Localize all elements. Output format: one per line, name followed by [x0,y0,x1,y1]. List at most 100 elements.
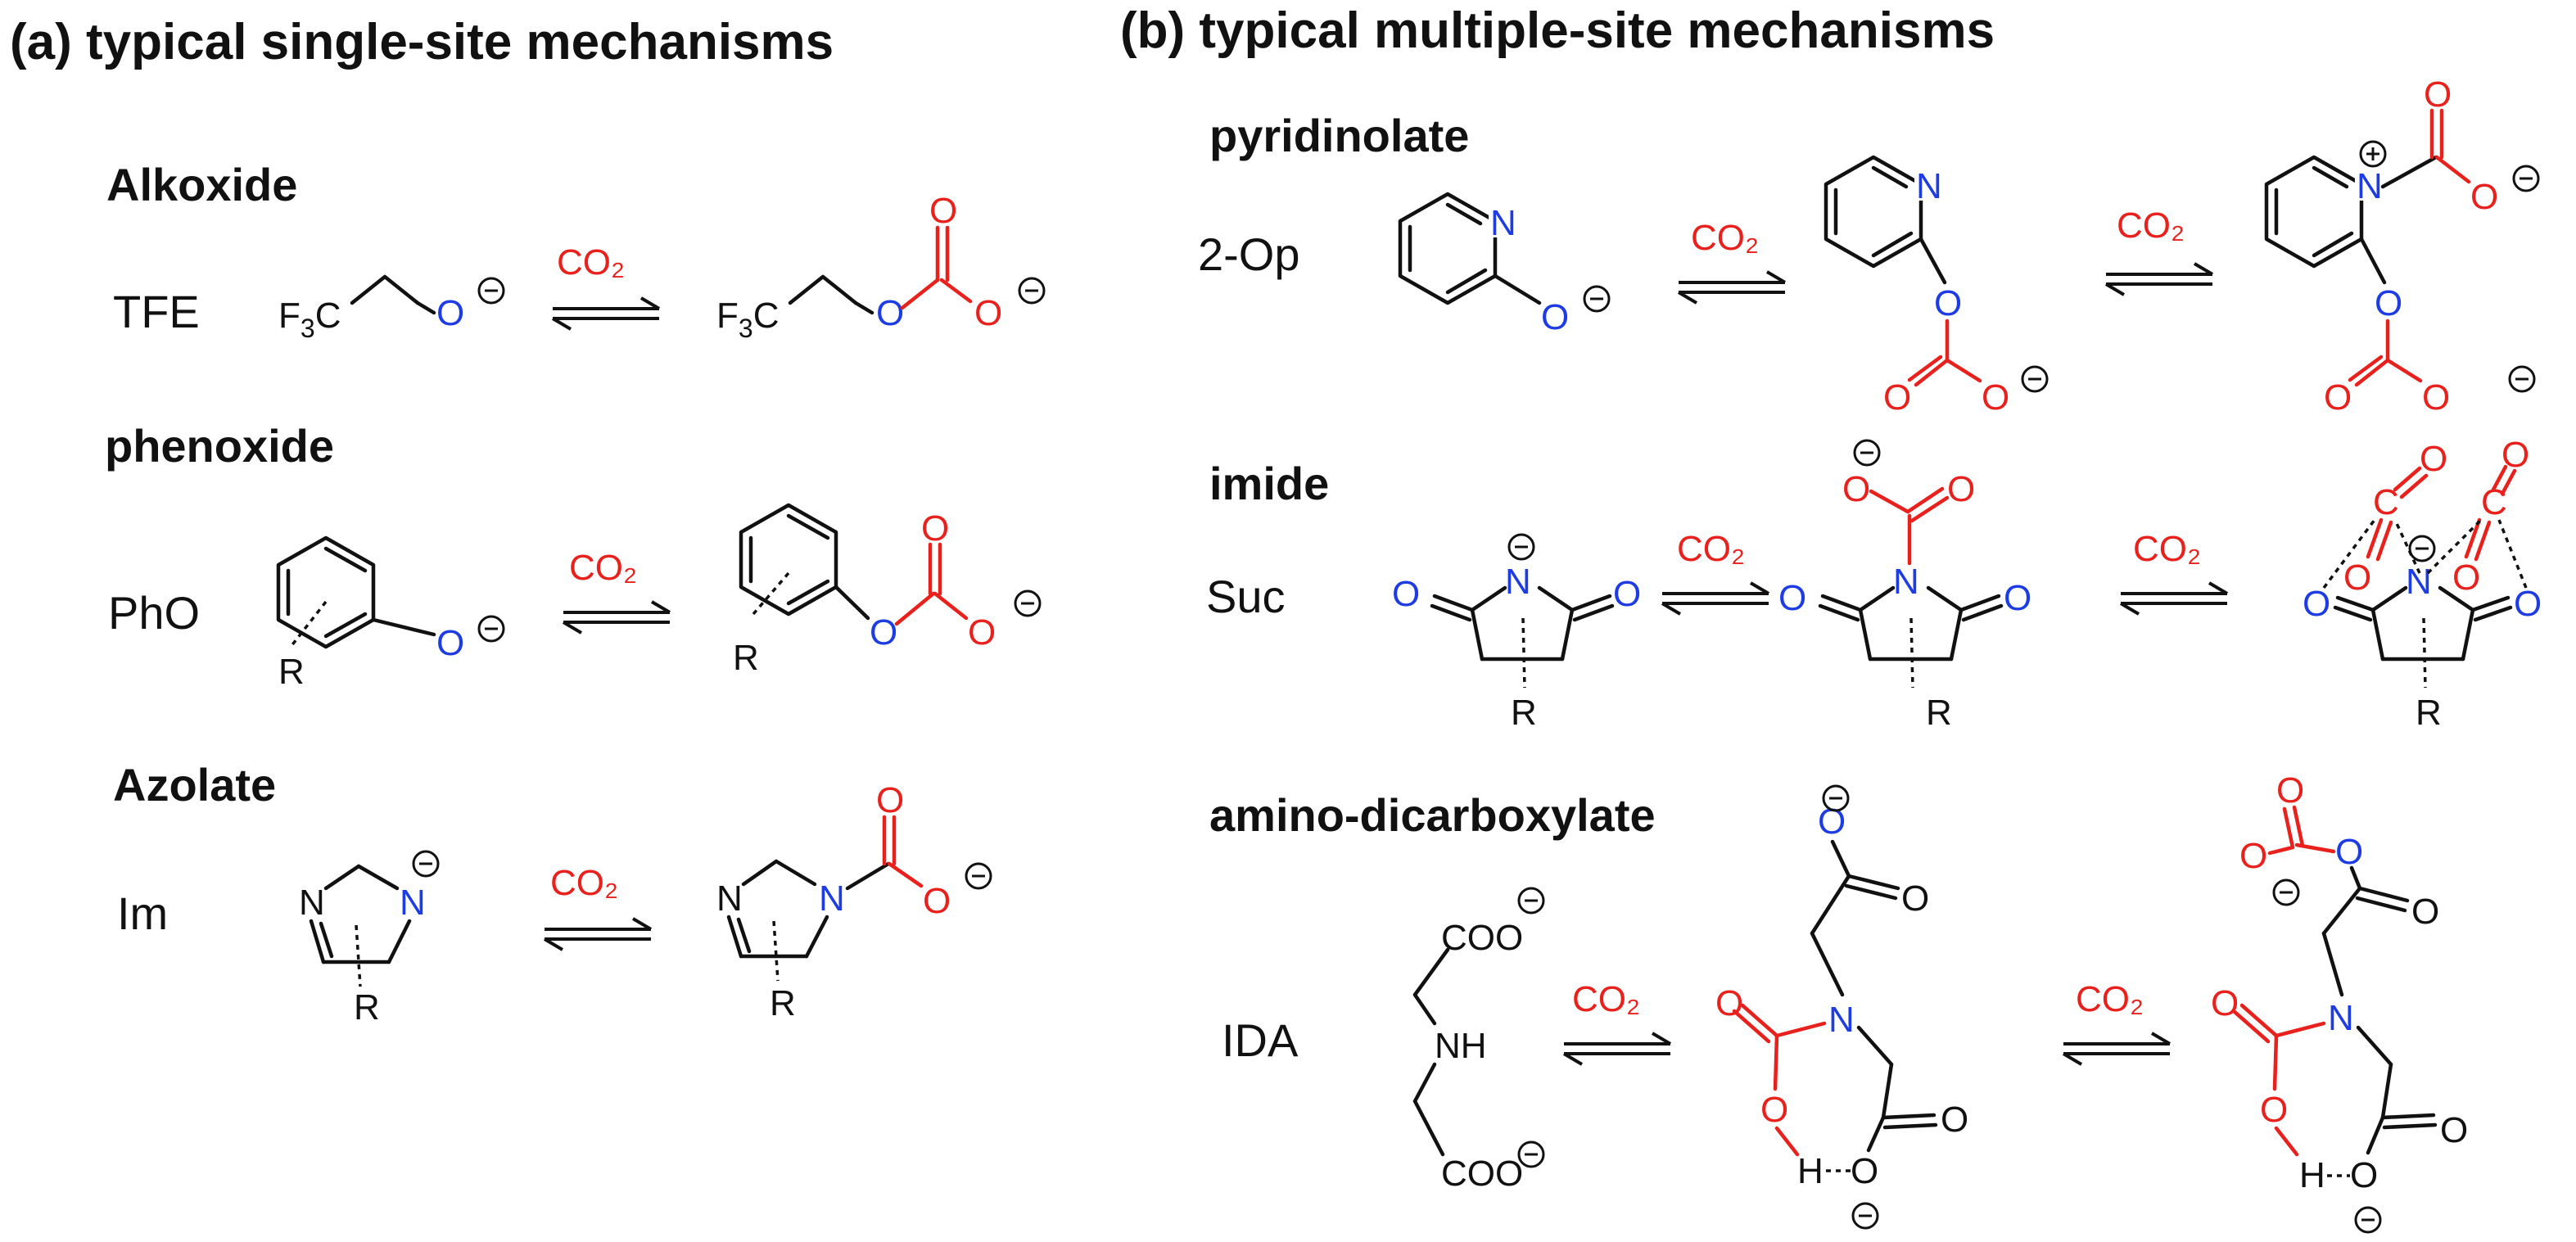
svg-text:O: O [2424,75,2452,115]
phenyl-carbonate-structure: O O O R [733,503,1042,678]
equilibrium-arrow-2op-2: CO₂ [2104,205,2214,296]
svg-text:H: H [2299,1155,2325,1195]
pyridinolate-reactant-structure: N O [1398,192,1611,337]
svg-text:F3C: F3C [716,296,779,343]
class-label-pyridinolate: pyridinolate [1209,110,1469,161]
svg-text:N: N [2328,998,2354,1038]
tfe-reactant-structure: F3C O [278,274,505,343]
svg-text:O: O [2470,177,2498,217]
svg-text:R: R [770,983,796,1023]
co2-label: CO₂ [2076,979,2144,1019]
co2-label: CO₂ [2133,529,2201,569]
class-label-phenoxide: phenoxide [105,420,334,472]
co2-label: CO₂ [1677,529,1745,569]
svg-text:N: N [299,883,325,923]
svg-text:O: O [2411,892,2439,932]
svg-text:O: O [876,293,904,333]
tfe-carbonate-structure: F3C O O O [716,191,1046,343]
panel-b-title: (b) typical multiple-site mechanisms [1120,2,1995,59]
svg-text:O: O [1982,377,2009,418]
equilibrium-arrow-im: CO₂ [543,863,653,951]
equilibrium-arrow-pho: CO₂ [562,548,671,635]
ida-carbamate-structure: N O O O O O O H [1715,784,1968,1230]
svg-text:O: O [436,293,464,333]
svg-text:N: N [1490,203,1516,243]
svg-text:O: O [1934,283,1962,323]
svg-text:COO: COO [1441,918,1523,958]
class-label-imide: imide [1209,458,1329,509]
svg-text:O: O [1715,983,1743,1023]
svg-text:O: O [1941,1100,1968,1140]
svg-text:O: O [2004,578,2031,618]
svg-text:O: O [974,293,1002,333]
pyridyl-carbonate-structure: N O O O [1824,155,2049,418]
svg-text:O: O [2303,584,2330,624]
svg-text:O: O [2452,558,2480,598]
class-label-amino-dicarboxylate: amino-dicarboxylate [1209,789,1656,841]
svg-text:O: O [968,612,996,653]
svg-text:O: O [2420,439,2447,479]
svg-text:N: N [1828,1000,1855,1040]
svg-text:R: R [2416,693,2442,733]
svg-text:N: N [716,878,743,919]
class-label-alkoxide: Alkoxide [106,159,297,210]
svg-text:O: O [2239,836,2267,876]
co2-label: CO₂ [1572,979,1640,1019]
svg-text:O: O [2324,377,2352,418]
svg-text:N: N [819,878,845,919]
equilibrium-arrow-suc-1: CO₂ [1661,529,1770,616]
co2-label: CO₂ [550,863,618,903]
svg-text:O: O [2375,283,2402,323]
svg-text:O: O [929,191,957,231]
svg-text:F3C: F3C [278,296,341,343]
svg-text:O: O [876,780,904,820]
svg-text:N: N [1505,562,1531,602]
panel-a-title: (a) typical single-site mechanisms [10,14,834,70]
svg-text:O: O [870,612,897,653]
svg-text:N: N [1916,166,1942,206]
abbr-tfe: TFE [113,286,200,337]
imidazolate-reactant-structure: N N R [299,850,440,1027]
svg-text:O: O [1392,574,1420,614]
svg-text:O: O [1883,377,1911,418]
svg-text:R: R [1511,693,1537,733]
co2-label: CO₂ [557,242,625,282]
svg-text:O: O [1842,469,1870,509]
pyridinium-dicarbonate-structure: N O O O O O [2264,75,2540,418]
svg-text:O: O [1760,1090,1788,1130]
co2-label: CO₂ [569,548,637,588]
svg-text:NH: NH [1435,1026,1487,1066]
svg-text:O: O [2343,558,2371,598]
class-label-azolate: Azolate [113,759,276,811]
svg-text:O: O [2335,832,2363,872]
svg-text:O: O [2422,377,2450,418]
svg-text:O: O [2350,1155,2378,1195]
svg-text:O: O [2211,983,2239,1023]
equilibrium-arrow-tfe: CO₂ [551,242,661,331]
svg-text:N: N [2406,562,2432,602]
svg-text:O: O [436,623,464,663]
svg-text:R: R [278,652,305,692]
svg-text:COO: COO [1441,1154,1523,1194]
abbr-im: Im [117,887,168,939]
svg-text:O: O [921,508,949,549]
svg-text:O: O [1541,297,1569,337]
svg-text:O: O [1851,1151,1878,1191]
svg-text:R: R [354,987,380,1027]
svg-text:O: O [2440,1110,2468,1150]
svg-text:N: N [2357,166,2383,206]
equilibrium-arrow-ida-2: CO₂ [2062,979,2172,1066]
svg-text:H: H [1797,1151,1824,1191]
equilibrium-arrow-suc-2: CO₂ [2119,529,2229,616]
svg-text:N: N [400,883,426,923]
svg-text:O: O [1818,802,1846,842]
svg-text:O: O [1901,878,1929,919]
svg-text:N: N [1893,562,1919,602]
svg-text:O: O [1613,574,1641,614]
abbr-2op: 2-Op [1198,228,1300,280]
svg-text:R: R [1926,693,1952,733]
svg-text:R: R [733,638,759,678]
iminodiacetate-reactant-structure: COO NH COO [1412,887,1545,1194]
svg-text:O: O [2276,770,2304,811]
